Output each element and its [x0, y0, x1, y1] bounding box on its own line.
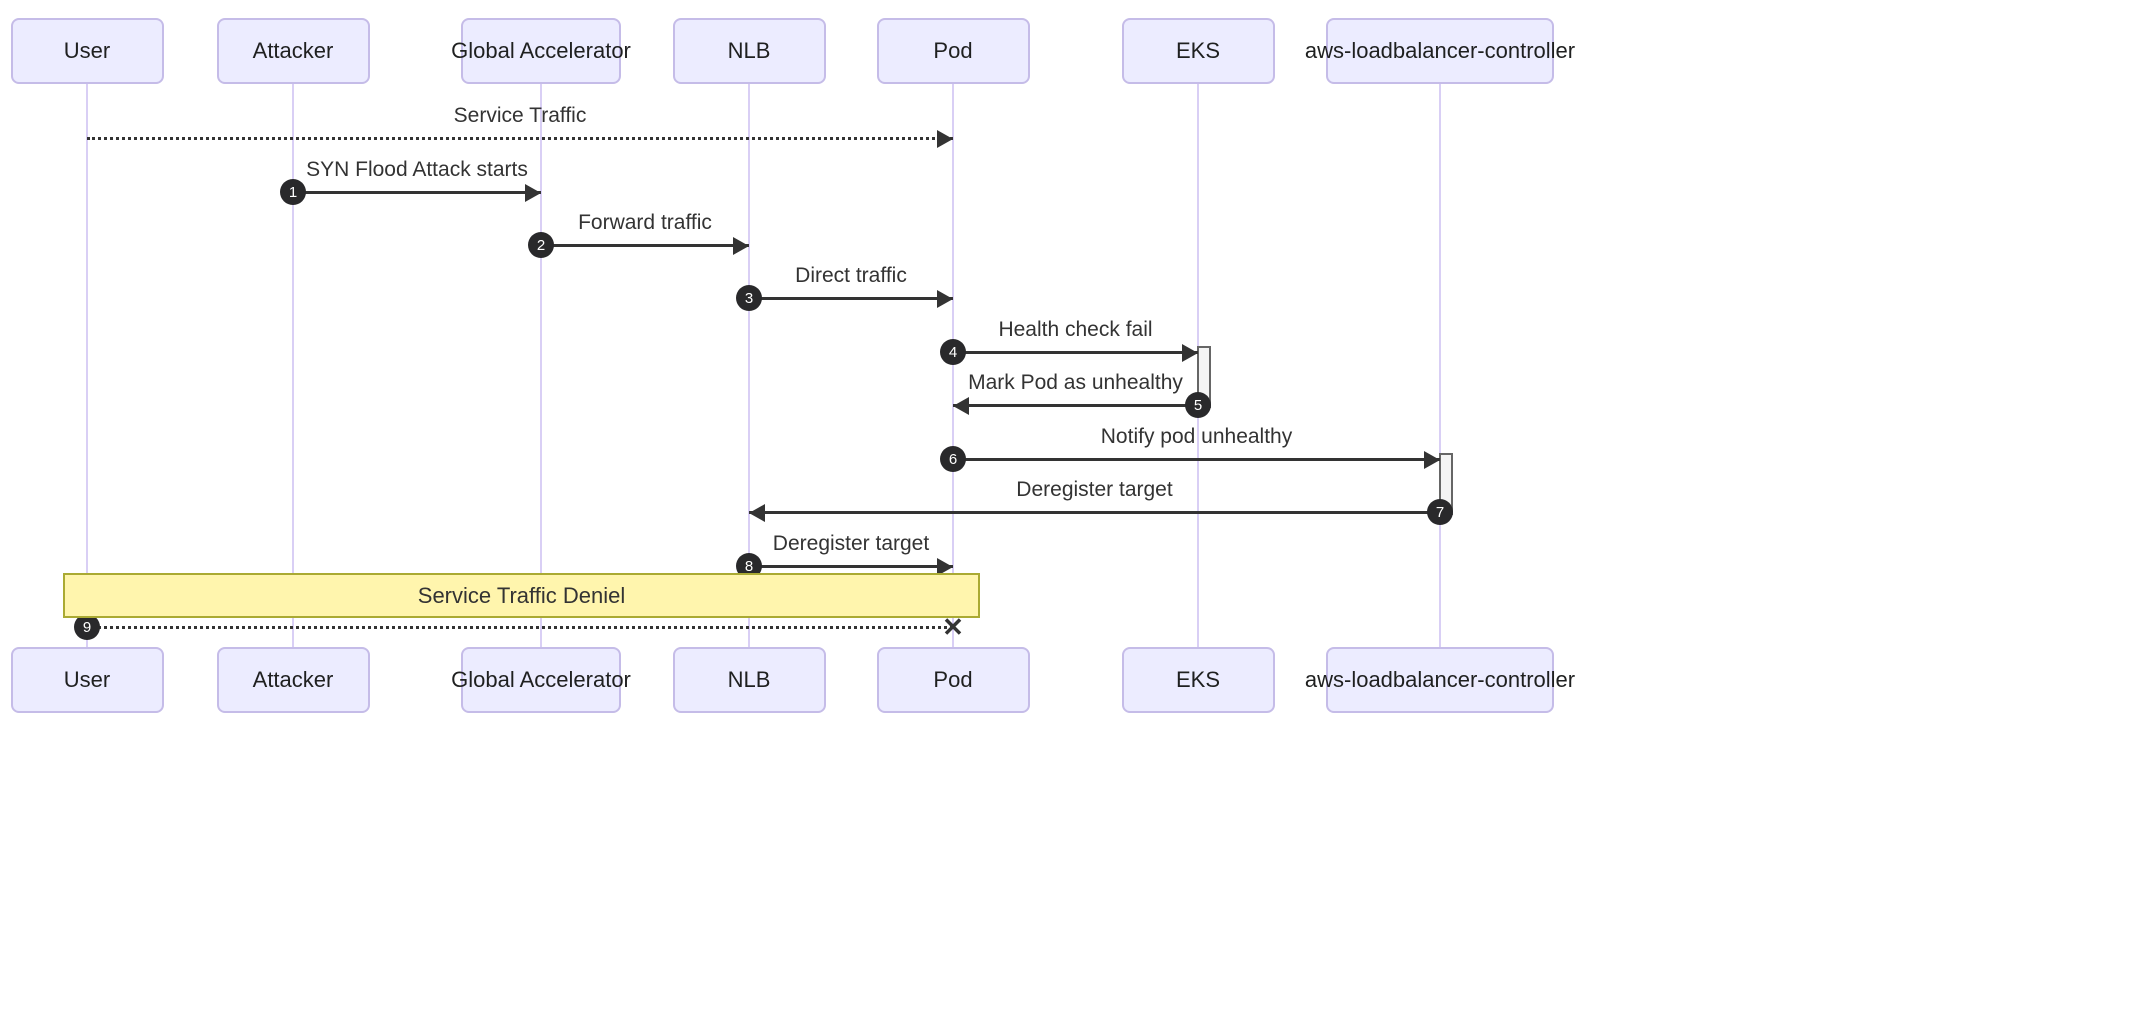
message-label: Mark Pod as unhealthy: [968, 371, 1183, 394]
message-label: Deregister target: [1016, 478, 1173, 501]
message-line-9: [87, 626, 953, 629]
participant-user-bottom[interactable]: User: [10, 647, 164, 713]
participant-aws-loadbalancer-controller-top[interactable]: aws-loadbalancer-controller: [1305, 18, 1575, 84]
participant-attacker-bottom[interactable]: Attacker: [216, 647, 370, 713]
sequence-number-badge: 5: [1185, 392, 1211, 418]
arrowhead-right-icon: [937, 558, 953, 576]
participant-label: NLB: [727, 37, 771, 63]
arrowhead-right-icon: [937, 290, 953, 308]
lifeline-nlb: [748, 84, 750, 647]
note-label: Service Traffic Deniel: [417, 582, 626, 608]
message-line-6: [953, 458, 1440, 461]
participant-label: Pod: [933, 37, 973, 63]
message-label: Direct traffic: [795, 264, 907, 287]
lifeline-global-accelerator: [540, 84, 542, 647]
sequence-number-badge: 7: [1427, 499, 1453, 525]
sequence-number-badge: 6: [940, 446, 966, 472]
message-line-4: [953, 351, 1198, 354]
participant-label: Attacker: [252, 666, 334, 692]
participant-label: Global Accelerator: [451, 37, 631, 63]
participant-eks-bottom[interactable]: EKS: [1121, 647, 1275, 713]
message-line-2: [541, 244, 749, 247]
arrowhead-right-icon: [937, 130, 953, 148]
message-line-8: [749, 565, 953, 568]
participant-global-accelerator-bottom[interactable]: Global Accelerator: [451, 647, 631, 713]
sequence-number-badge: 1: [280, 179, 306, 205]
message-line-svc: [87, 137, 953, 140]
participant-label: NLB: [727, 666, 771, 692]
message-label: Deregister target: [772, 532, 930, 555]
participant-label: Attacker: [252, 37, 334, 63]
participant-label: EKS: [1175, 37, 1221, 63]
participant-global-accelerator-top[interactable]: Global Accelerator: [451, 18, 631, 84]
lifeline-pod: [952, 84, 954, 647]
participant-pod-bottom[interactable]: Pod: [876, 647, 1030, 713]
message-cross-endpoint-icon: ✕: [942, 612, 964, 642]
message-line-3: [749, 297, 953, 300]
participant-label: EKS: [1175, 666, 1221, 692]
participant-aws-loadbalancer-controller-bottom[interactable]: aws-loadbalancer-controller: [1305, 647, 1575, 713]
lifeline-aws-loadbalancer-controller: [1439, 84, 1441, 647]
arrowhead-left-icon: [953, 397, 969, 415]
message-line-1: [293, 191, 541, 194]
participant-label: aws-loadbalancer-controller: [1304, 666, 1576, 692]
arrowhead-right-icon: [1424, 451, 1440, 469]
message-label: Health check fail: [998, 318, 1153, 341]
message-line-7: [749, 511, 1440, 514]
message-line-5: [953, 404, 1198, 407]
participant-label: Pod: [933, 666, 973, 692]
message-label: Service Traffic: [453, 104, 587, 127]
message-label: Forward traffic: [578, 211, 712, 234]
participant-label: aws-loadbalancer-controller: [1304, 37, 1576, 63]
sequence-number-badge: 4: [940, 339, 966, 365]
participant-label: User: [63, 37, 111, 63]
message-label: Notify pod unhealthy: [1100, 425, 1293, 448]
arrowhead-right-icon: [1182, 344, 1198, 362]
arrowhead-right-icon: [525, 184, 541, 202]
sequence-number-badge: 9: [74, 614, 100, 640]
lifeline-attacker: [292, 84, 294, 647]
message-label: SYN Flood Attack starts: [306, 158, 528, 181]
participant-nlb-top[interactable]: NLB: [672, 18, 826, 84]
arrowhead-left-icon: [749, 504, 765, 522]
participant-label: Global Accelerator: [451, 666, 631, 692]
note-box: Service Traffic Deniel: [63, 573, 980, 618]
participant-nlb-bottom[interactable]: NLB: [672, 647, 826, 713]
participant-user-top[interactable]: User: [10, 18, 164, 84]
lifeline-user: [86, 84, 88, 647]
participant-pod-top[interactable]: Pod: [876, 18, 1030, 84]
arrowhead-right-icon: [733, 237, 749, 255]
sequence-number-badge: 3: [736, 285, 762, 311]
participant-label: User: [63, 666, 111, 692]
participant-attacker-top[interactable]: Attacker: [216, 18, 370, 84]
participant-eks-top[interactable]: EKS: [1121, 18, 1275, 84]
sequence-number-badge: 2: [528, 232, 554, 258]
